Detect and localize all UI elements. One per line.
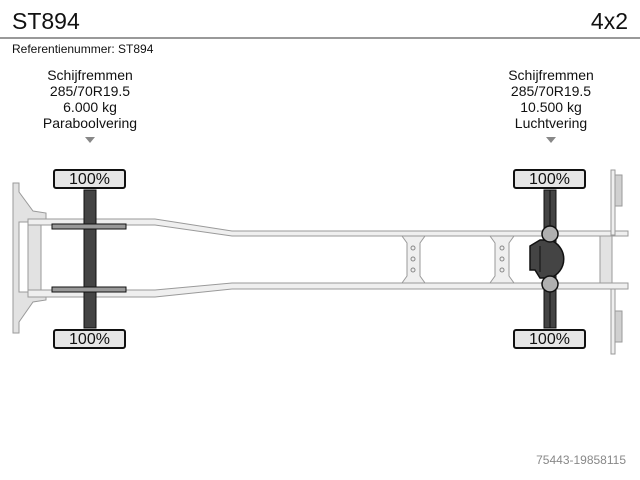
front-left-tire-badge: 100% — [53, 169, 126, 189]
rear-bumper — [599, 169, 623, 355]
front-axle-pointer-icon — [85, 137, 95, 143]
crossmember-2 — [489, 235, 515, 284]
rear-axle-brakes: Schijfremmen — [508, 67, 594, 83]
rear-axle-suspension: Luchtvering — [514, 115, 588, 131]
front-axle-load: 6.000 kg — [63, 99, 117, 115]
vehicle-title: ST894 — [12, 8, 80, 34]
axle-configuration: 4x2 — [590, 8, 628, 34]
front-axle-info: Schijfremmen 285/70R19.5 6.000 kg Parabo… — [20, 67, 160, 143]
front-axle-brakes: Schijfremmen — [47, 67, 133, 83]
crossmember-1 — [401, 235, 426, 284]
listing-id: 75443-19858115 — [536, 453, 626, 467]
rear-axle — [529, 189, 565, 329]
rear-left-tire-badge: 100% — [513, 169, 586, 189]
rear-axle-load: 10.500 kg — [520, 99, 582, 115]
rear-axle-info: Schijfremmen 285/70R19.5 10.500 kg Lucht… — [481, 67, 621, 143]
front-right-tire-badge: 100% — [53, 329, 126, 349]
rear-axle-tire-size: 285/70R19.5 — [510, 83, 592, 99]
rear-right-tire-badge: 100% — [513, 329, 586, 349]
header-divider — [0, 37, 640, 39]
front-axle-tire-size: 285/70R19.5 — [49, 83, 131, 99]
front-axle-suspension: Paraboolvering — [42, 115, 138, 131]
front-bumper — [12, 182, 47, 334]
front-axle — [51, 189, 127, 329]
rear-axle-pointer-icon — [546, 137, 556, 143]
reference-number: Referentienummer: ST894 — [12, 42, 154, 56]
